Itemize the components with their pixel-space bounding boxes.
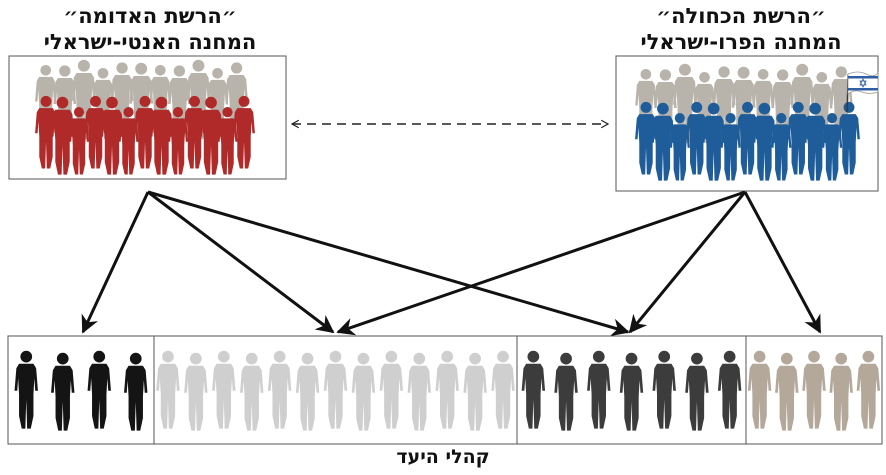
arrow-icon <box>147 190 335 334</box>
blue-camp-title: ״הרשת הכחולה״ המחנה הפרו-ישראלי <box>596 3 886 55</box>
red-camp-title-line1: ״הרשת האדומה״ <box>63 4 237 28</box>
arrow-icon <box>81 191 150 334</box>
red-camp-title-line2: המחנה האנטי-ישראלי <box>43 30 257 54</box>
blue-camp-title-line2: המחנה הפרו-ישראלי <box>640 30 842 54</box>
arrow-icon <box>147 190 630 337</box>
target-audiences-label: קהלי היעד <box>396 446 490 468</box>
influence-arrows <box>81 190 822 337</box>
red-camp-title: ״הרשת האדומה״ המחנה האנטי-ישראלי <box>0 3 300 55</box>
arrow-icon <box>628 191 747 334</box>
israel-flag-icon <box>846 71 879 113</box>
blue-camp-title-line1: ״הרשת הכחולה״ <box>656 4 826 28</box>
arrow-icon <box>336 190 746 336</box>
arrow-icon <box>743 191 822 334</box>
